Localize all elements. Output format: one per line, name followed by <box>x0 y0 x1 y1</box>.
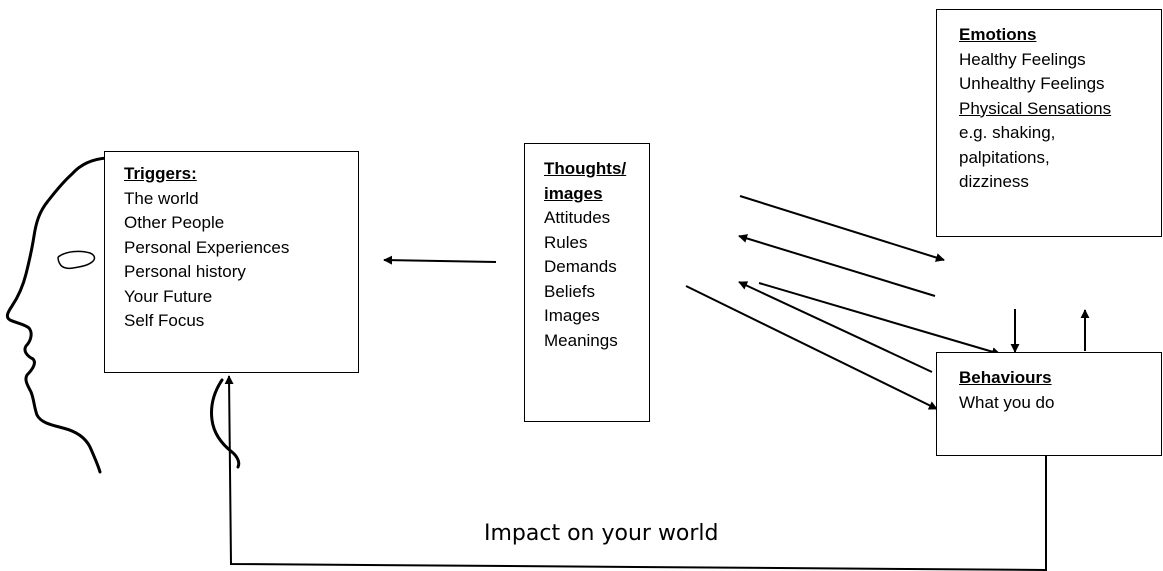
behaviours-heading: Behaviours <box>959 368 1052 387</box>
arrow-thoughts-to-behaviours-lower <box>685 285 938 410</box>
thought-item: Rules <box>544 232 588 252</box>
sensation-example: palpitations, <box>959 147 1050 167</box>
trigger-item: The world <box>124 188 199 208</box>
emotions-heading: Emotions <box>959 25 1037 44</box>
trigger-item: Other People <box>124 213 225 232</box>
thoughts-heading-line1: Thoughts/ <box>544 159 627 178</box>
thought-item: Images <box>544 306 600 325</box>
physical-sensations-subheading: Physical Sensations <box>959 98 1112 118</box>
arrow-emotions-to-thoughts <box>738 234 936 297</box>
impact-label: Impact on your world <box>484 521 719 546</box>
arrow-thoughts-to-triggers <box>383 255 497 265</box>
thought-item: Attitudes <box>544 208 611 227</box>
thoughts-heading-line2: images <box>544 184 603 203</box>
emotion-item: Healthy Feelings <box>959 49 1086 69</box>
eye-drawing <box>57 250 96 270</box>
head-profile-drawing <box>5 156 109 474</box>
trigger-item: Personal history <box>124 262 246 281</box>
arrow-thoughts-to-emotions <box>739 195 945 262</box>
arrow-behaviours-to-thoughts <box>738 281 933 373</box>
trigger-item: Personal Experiences <box>124 237 290 257</box>
thoughts-box: Thoughts/ images Attitudes Rules Demands… <box>524 143 650 422</box>
emotion-item: Unhealthy Feelings <box>959 74 1105 93</box>
sensation-example: e.g. shaking, <box>959 123 1056 142</box>
behaviours-box: Behaviours What you do <box>936 352 1162 456</box>
triggers-heading: Triggers: <box>124 164 197 183</box>
thought-item: Meanings <box>544 330 618 350</box>
thought-item: Demands <box>544 257 617 276</box>
sensation-example: dizziness <box>959 172 1029 191</box>
emotions-box: Emotions Healthy Feelings Unhealthy Feel… <box>936 9 1162 237</box>
head-back-of-head-drawing <box>210 378 241 469</box>
thought-item: Beliefs <box>544 281 596 301</box>
impact-feedback-loop-line <box>224 375 1047 571</box>
triggers-box: Triggers: The world Other People Persona… <box>104 151 359 373</box>
trigger-item: Self Focus <box>124 311 205 330</box>
behaviours-description: What you do <box>959 392 1055 412</box>
arrow-thoughts-to-behaviours-upper <box>758 282 1001 357</box>
trigger-item: Your Future <box>124 286 213 306</box>
